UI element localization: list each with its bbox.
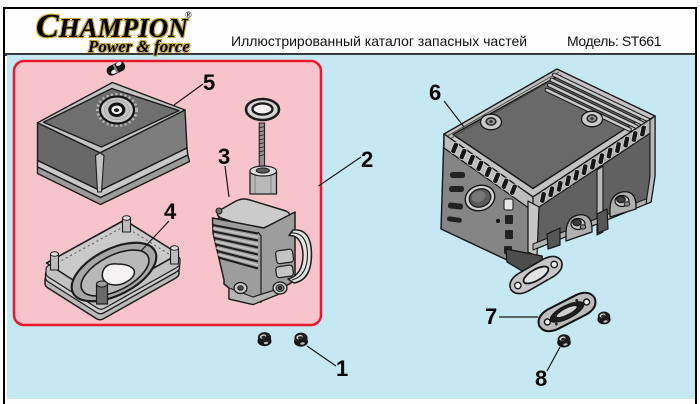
svg-text:7: 7 <box>485 304 497 329</box>
svg-text:2: 2 <box>361 147 373 172</box>
svg-text:1: 1 <box>336 356 348 381</box>
svg-text:4: 4 <box>164 199 177 224</box>
svg-text:8: 8 <box>535 366 547 391</box>
svg-text:5: 5 <box>203 70 215 95</box>
svg-text:3: 3 <box>218 144 230 169</box>
svg-text:6: 6 <box>429 80 441 105</box>
